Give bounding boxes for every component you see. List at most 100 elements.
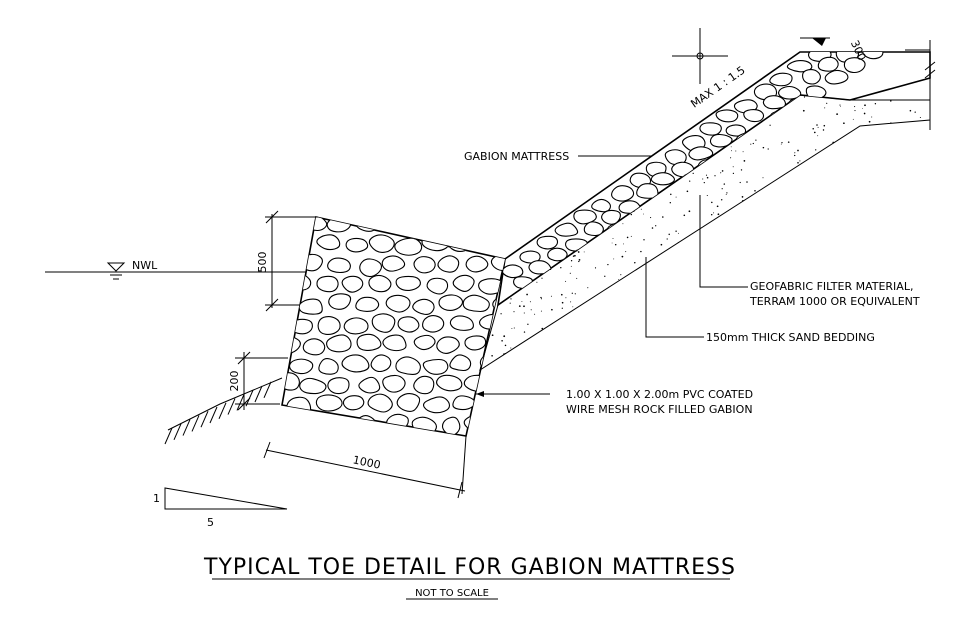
rock-stone [547, 247, 568, 262]
sand-dot [492, 97, 494, 99]
sand-dot [933, 236, 935, 238]
rock-stone [412, 298, 435, 315]
sand-dot [517, 143, 519, 145]
rock-stone [356, 333, 382, 351]
sand-dot [554, 197, 556, 200]
sand-dot [873, 97, 876, 100]
sand-dot [683, 281, 685, 283]
sand-dot [564, 375, 566, 377]
sand-dot [763, 311, 765, 314]
ground-hatch [254, 385, 263, 403]
rock-stone [422, 315, 445, 333]
sand-dot [573, 346, 575, 348]
sand-dot [868, 225, 871, 228]
sand-dot [664, 367, 666, 369]
sand-dot [883, 224, 885, 227]
sand-dot [703, 357, 705, 360]
sand-dot [480, 133, 481, 135]
sand-dot [572, 255, 575, 257]
sand-dot [486, 276, 488, 278]
sand-dot [574, 293, 576, 295]
sand-dot [607, 263, 609, 266]
sand-dot [589, 357, 591, 359]
rock-stone [355, 296, 380, 312]
sand-dot [571, 333, 574, 335]
sand-dot [516, 175, 518, 177]
sand-dot [557, 185, 559, 188]
sand-dot [714, 295, 716, 297]
sand-dot [611, 171, 613, 173]
sand-dot [480, 200, 482, 202]
sand-dot [731, 210, 734, 213]
sand-dot [515, 375, 516, 376]
sand-dot [560, 343, 563, 345]
sand-dot [765, 109, 767, 111]
sand-dot [511, 202, 514, 204]
sand-dot [792, 362, 795, 365]
sand-dot [890, 327, 893, 330]
crosshair-marker [672, 28, 728, 84]
sand-dot [785, 349, 787, 351]
rock-stone [368, 234, 395, 253]
rock-stone [492, 297, 505, 312]
rock-stone [386, 413, 409, 430]
sand-dot [821, 256, 824, 259]
sand-dot [584, 158, 587, 160]
rock-stone [611, 185, 635, 202]
rock-stone [769, 72, 793, 87]
sand-dot [522, 96, 525, 99]
sand-dot [533, 191, 535, 193]
sand-dot [927, 311, 929, 313]
sand-dot [832, 264, 834, 266]
sand-dot [872, 126, 875, 129]
rock-stone [282, 217, 298, 233]
sand-dot [711, 201, 713, 204]
sand-dot [501, 104, 503, 106]
sand-dot [482, 112, 484, 114]
ground-hatch [191, 415, 200, 432]
sand-dot [509, 212, 511, 214]
gabion-label-line1: 1.00 X 1.00 X 2.00m PVC COATED [566, 388, 753, 401]
sand-dot [845, 238, 847, 240]
sand-dot [921, 302, 922, 304]
sand-dot [686, 150, 688, 151]
sand-dot [502, 283, 505, 286]
sand-dot [844, 147, 847, 150]
sand-dot [526, 105, 529, 108]
sand-dot [868, 221, 869, 222]
sand-dot [760, 352, 762, 354]
rock-stone [396, 392, 421, 412]
sand-dot [565, 335, 568, 337]
sand-dot [579, 96, 581, 99]
sand-dot [630, 213, 632, 216]
sand-dot [598, 125, 600, 128]
sand-dot [712, 229, 715, 232]
sand-dot [921, 217, 923, 219]
sand-dot [824, 107, 826, 109]
sand-dot [921, 197, 923, 199]
sand-dot [877, 363, 880, 366]
sand-dot [911, 270, 914, 272]
sand-dot [684, 327, 686, 330]
sand-dot [910, 172, 912, 174]
sand-dot [682, 354, 684, 356]
sand-dot [557, 212, 560, 215]
sand-dot [744, 230, 747, 233]
sand-dot [537, 229, 540, 231]
sand-dot [632, 285, 634, 288]
sand-dot [491, 355, 493, 357]
sand-dot [818, 230, 820, 232]
sand-dot [611, 204, 613, 206]
sand-dot [805, 213, 807, 215]
rock-stone [371, 313, 396, 333]
sand-dot [636, 336, 639, 338]
sand-dot [726, 295, 729, 298]
sand-dot [616, 292, 618, 295]
rock-stone [328, 293, 352, 310]
sand-dot [501, 340, 503, 342]
sand-dot [628, 99, 630, 102]
sand-dot [531, 113, 534, 116]
sand-dot [710, 374, 712, 376]
gabion-box [281, 216, 506, 437]
sand-dot [593, 164, 595, 166]
